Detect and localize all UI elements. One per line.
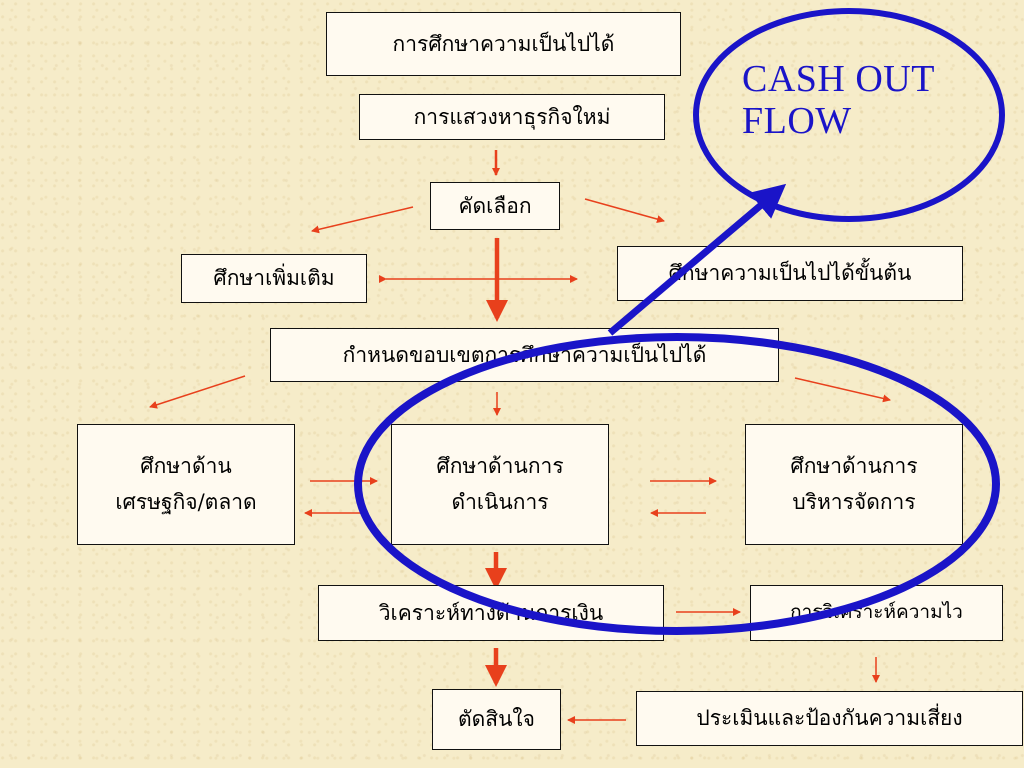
box-sensitivity-analysis: การวิเคราะห์ความไว — [750, 585, 1003, 641]
operations-line-1: ศึกษาด้านการ — [436, 453, 564, 478]
box-management: ศึกษาด้านการ บริหารจัดการ — [745, 424, 963, 545]
box-economic-market: ศึกษาด้าน เศรษฐกิจ/ตลาด — [77, 424, 295, 545]
arrow-scope-to-economic — [149, 375, 246, 409]
economic-line-1: ศึกษาด้าน — [140, 453, 232, 478]
arrow-scope-to-management — [794, 377, 891, 403]
box-feasibility-study: การศึกษาความเป็นไปได้ — [326, 12, 681, 76]
cash-out-flow-line-2: FLOW — [742, 100, 852, 142]
box-decision: ตัดสินใจ — [432, 689, 561, 750]
arrow-select-to-preliminary — [584, 198, 665, 223]
box-risk-assessment: ประเมินและป้องกันความเสี่ยง — [636, 691, 1023, 746]
box-preliminary-feasibility: ศึกษาความเป็นไปได้ขั้นต้น — [617, 246, 963, 301]
highlight-arrow — [607, 183, 787, 336]
economic-line-2: เศรษฐกิจ/ตลาด — [115, 489, 257, 514]
management-line-1: ศึกษาด้านการ — [790, 453, 918, 478]
box-new-business-search: การแสวงหาธุรกิจใหม่ — [359, 94, 665, 140]
cash-out-flow-line-1: CASH OUT — [742, 58, 935, 100]
box-additional-study: ศึกษาเพิ่มเติม — [181, 254, 367, 303]
box-scope-definition: กำหนดขอบเขตการศึกษาความเป็นไปได้ — [270, 328, 779, 382]
cash-out-flow-label: CASH OUT FLOW — [742, 58, 935, 142]
cash-out-flow-circle — [693, 8, 1005, 222]
operations-line-2: ดำเนินการ — [451, 489, 549, 514]
management-line-2: บริหารจัดการ — [792, 489, 916, 514]
box-selection: คัดเลือก — [430, 182, 560, 230]
highlight-ellipse — [354, 333, 1000, 635]
arrow-select-to-additional — [311, 206, 414, 234]
box-operations: ศึกษาด้านการ ดำเนินการ — [391, 424, 609, 545]
